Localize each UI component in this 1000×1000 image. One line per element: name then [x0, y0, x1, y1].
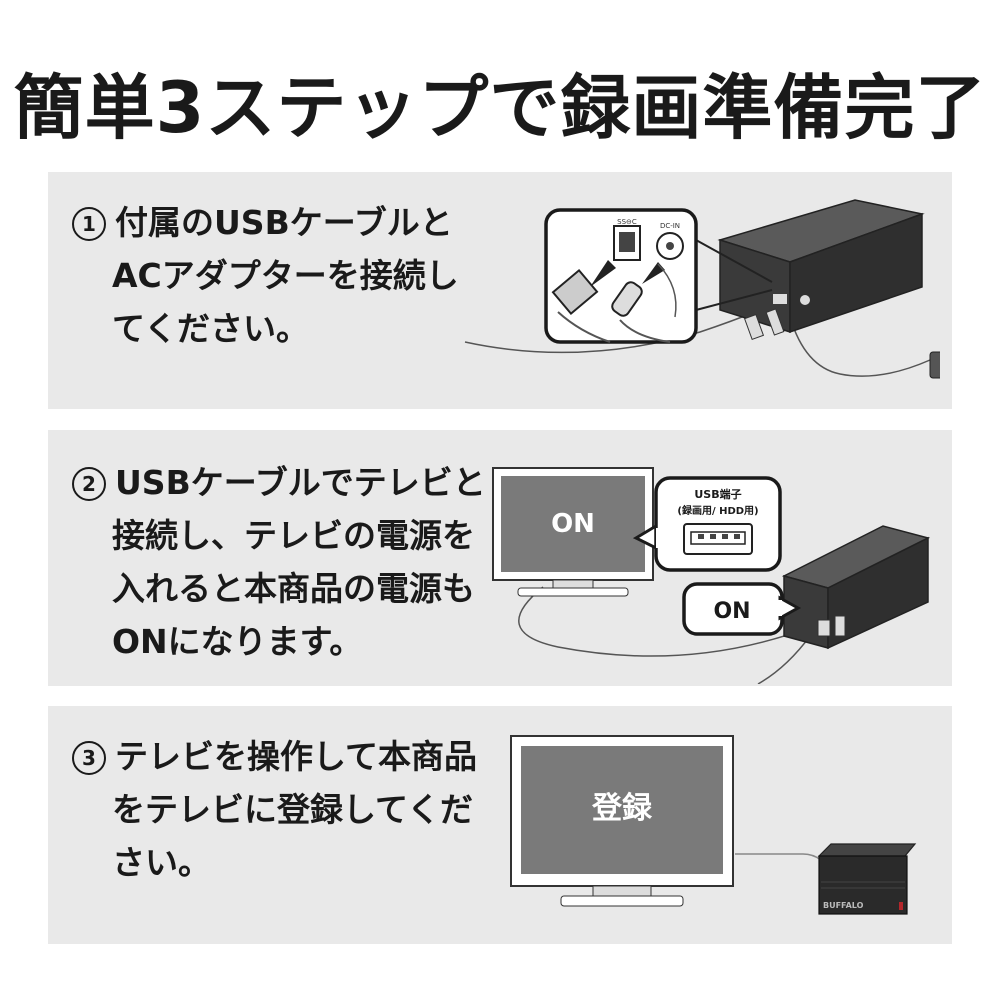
hdd-device: [781, 525, 931, 650]
usb-port-subtitle: (録画用/ HDD用): [677, 504, 758, 517]
step-number-badge: 2: [72, 467, 106, 501]
usb-port-label: SS⊖C: [617, 218, 637, 226]
tv-screen-text: 登録: [591, 791, 653, 826]
usb-port-bubble: USB端子 (録画用/ HDD用): [632, 476, 782, 572]
tv-set: 登録: [510, 735, 734, 907]
step-2-line-2: 接続し、テレビの電源を: [112, 516, 475, 555]
tv-screen-text: ON: [551, 509, 595, 539]
tv-set: ON: [492, 467, 654, 597]
page-title: 簡単3ステップで録画準備完了: [13, 67, 987, 149]
step-3-line-3: さい。: [112, 843, 211, 882]
step-number-badge: 1: [72, 207, 106, 241]
device-on-bubble: ON: [682, 582, 802, 636]
step-2-tv-connection-illustration: ON USB端子 (録画用/ HDD用): [492, 467, 931, 684]
hdd-device: [717, 199, 925, 334]
power-adapter: [929, 351, 940, 379]
hdd-device: BUFFALO: [817, 843, 917, 915]
usb-port-title: USB端子: [694, 487, 741, 501]
port-zoom-callout: SS⊖C DC-IN: [544, 208, 698, 344]
step-3-register-illustration: 登録 BUFFALO: [510, 735, 917, 915]
dc-in-label: DC-IN: [660, 222, 680, 230]
device-brand-logo: BUFFALO: [823, 901, 864, 910]
step-1-connection-illustration: SS⊖C DC-IN: [464, 199, 940, 379]
step-1-line-2: ACアダプターを接続し: [112, 256, 459, 295]
step-3-line-2: をテレビに登録してくだ: [112, 790, 474, 829]
step-2-line-4: ONになります。: [112, 622, 363, 661]
step-number-badge: 3: [72, 741, 106, 775]
step-2-line-3: 入れると本商品の電源も: [112, 569, 475, 608]
status-led: [899, 902, 903, 910]
step-1-line-3: てください。: [112, 309, 310, 348]
device-on-text: ON: [713, 599, 750, 624]
